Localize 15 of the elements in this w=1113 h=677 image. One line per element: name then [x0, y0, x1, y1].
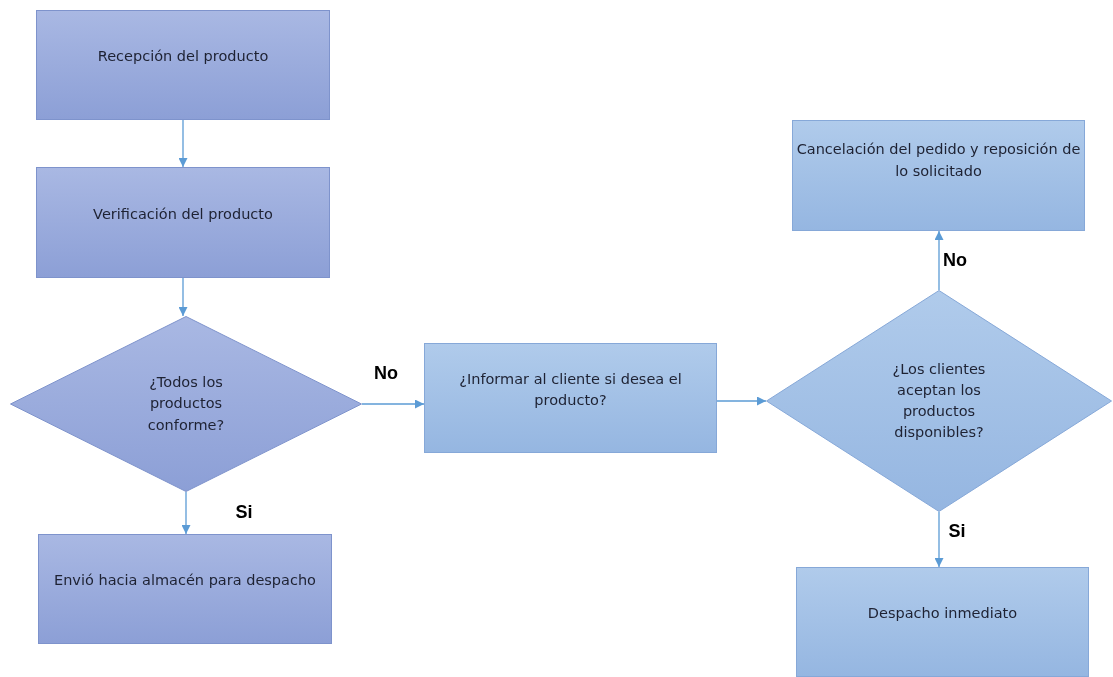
- arrow: [934, 511, 944, 568]
- node-text: Verificación del producto: [93, 205, 273, 224]
- arrow: [716, 396, 767, 406]
- arrow: [178, 277, 188, 317]
- node-text: ¿Informar al cliente si desea el producto?: [458, 370, 683, 410]
- arrow: [361, 399, 425, 409]
- node-text: ¿Todos los productos conforme?: [146, 373, 226, 435]
- node-text: Cancelación del pedido y reposición de lo solicitado: [796, 140, 1081, 181]
- arrow: [178, 119, 188, 168]
- node-text: Despacho inmediato: [867, 604, 1018, 624]
- node-text: ¿Los clientes aceptan los productos disponibles?: [891, 359, 987, 442]
- node-text: Envió hacia almacén para despacho: [54, 571, 316, 591]
- arrow: [934, 230, 944, 291]
- node-text: Recepción del producto: [97, 47, 269, 67]
- arrow: [181, 491, 191, 535]
